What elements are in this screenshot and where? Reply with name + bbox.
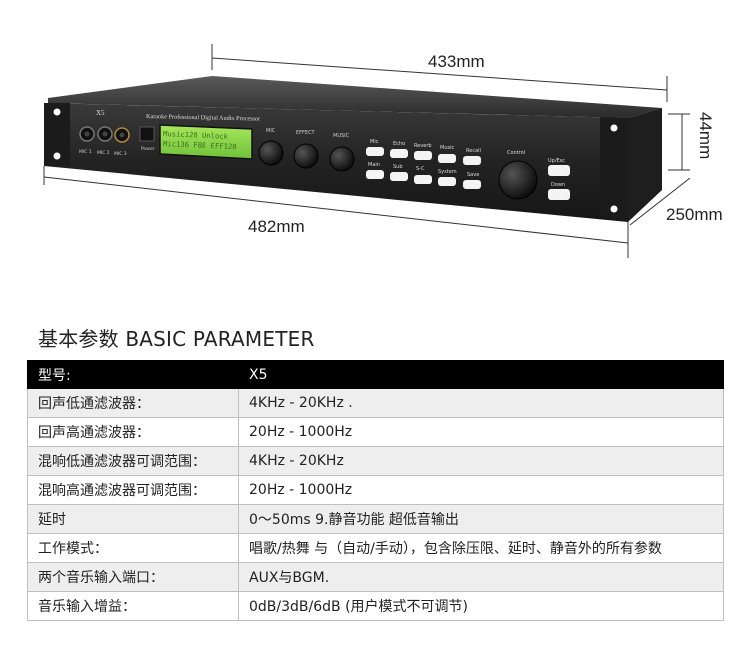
spec-key: 延时 bbox=[27, 504, 239, 534]
brand-text: Karaoke Professional Digital Audio Proce… bbox=[146, 113, 260, 123]
up-esc-button[interactable] bbox=[548, 165, 570, 176]
mic-knob[interactable] bbox=[258, 140, 284, 166]
table-row: 混响低通滤波器可调范围： 4KHz - 20KHz bbox=[27, 446, 724, 476]
table-row: 两个音乐输入端口： AUX与BGM. bbox=[27, 562, 724, 592]
knob-label-music: MUSIC bbox=[333, 133, 350, 139]
model-mark: X5 bbox=[96, 109, 105, 117]
effect-knob[interactable] bbox=[293, 143, 319, 169]
btn-label-main: Main bbox=[368, 162, 380, 168]
chassis-top bbox=[48, 76, 662, 118]
spec-key: 混响低通滤波器可调范围： bbox=[27, 446, 239, 476]
control-dial[interactable] bbox=[498, 160, 538, 200]
spec-value: 4KHz - 20KHz bbox=[238, 446, 724, 476]
mic-button[interactable] bbox=[366, 147, 384, 156]
lcd-display bbox=[159, 124, 253, 160]
spec-value: 20Hz - 1000Hz bbox=[238, 475, 724, 505]
music-button[interactable] bbox=[438, 154, 456, 163]
btn-label-system: System bbox=[438, 169, 457, 175]
nav-label-up: Up/Esc bbox=[548, 158, 565, 164]
mic-label-3: MIC 3 bbox=[114, 151, 127, 157]
reverb-button[interactable] bbox=[414, 151, 432, 160]
rack-hole-left-top bbox=[53, 108, 61, 116]
table-row: 回声高通滤波器： 20Hz - 1000Hz bbox=[27, 417, 724, 447]
btn-label-sc: S-C bbox=[416, 166, 425, 172]
btn-label-echo: Echo bbox=[393, 141, 405, 147]
spec-key: 两个音乐输入端口： bbox=[27, 562, 239, 592]
table-row: 工作模式： 唱歌/热舞 与（自动/手动），包含除压限、延时、静音外的所有参数 bbox=[27, 533, 724, 563]
spec-key: 音乐输入增益： bbox=[27, 591, 239, 621]
btn-label-save: Save bbox=[467, 172, 479, 178]
spec-table: 型号: X5 回声低通滤波器： 4KHz - 20KHz . 回声高通滤波器： … bbox=[27, 360, 724, 621]
knob-label-effect: EFFECT bbox=[296, 130, 316, 136]
rack-hole-left-bottom bbox=[53, 152, 61, 160]
dimension-width-label: 433mm bbox=[428, 52, 485, 71]
music-knob[interactable] bbox=[329, 146, 355, 172]
mic-label-2: MIC 2 bbox=[97, 150, 110, 156]
main-button[interactable] bbox=[366, 170, 384, 179]
knob-label-mic: MIC bbox=[266, 128, 276, 134]
spec-value: 唱歌/热舞 与（自动/手动），包含除压限、延时、静音外的所有参数 bbox=[238, 533, 724, 563]
spec-value: AUX与BGM. bbox=[238, 562, 724, 592]
system-button[interactable] bbox=[438, 177, 456, 186]
btn-label-recall: Recall bbox=[466, 148, 481, 154]
product-illustration: 433mm 482mm 44mm 250mm X5 MIC 1 MIC 2 MI… bbox=[43, 44, 723, 258]
spec-heading: 基本参数 BASIC PARAMETER bbox=[38, 327, 315, 351]
spec-value: 0～50ms 9.静音功能 超低音输出 bbox=[238, 504, 724, 534]
save-button[interactable] bbox=[463, 180, 481, 189]
spec-value: 20Hz - 1000Hz bbox=[238, 417, 724, 447]
spec-key: 混响高通滤波器可调范围： bbox=[27, 475, 239, 505]
recall-button[interactable] bbox=[463, 156, 481, 165]
nav-label-down: Down bbox=[551, 182, 565, 188]
spec-header-key: 型号: bbox=[27, 360, 239, 389]
dimension-lines bbox=[43, 44, 691, 258]
dimension-depth-label: 250mm bbox=[666, 205, 723, 224]
spec-value: 4KHz - 20KHz . bbox=[238, 388, 724, 418]
power-label: Power bbox=[141, 146, 155, 152]
spec-key: 工作模式： bbox=[27, 533, 239, 563]
table-row: 混响高通滤波器可调范围： 20Hz - 1000Hz bbox=[27, 475, 724, 505]
table-row: 音乐输入增益： 0dB/3dB/6dB (用户模式不可调节) bbox=[27, 591, 724, 621]
spec-key: 回声低通滤波器： bbox=[27, 388, 239, 418]
spec-value: 0dB/3dB/6dB (用户模式不可调节) bbox=[238, 591, 724, 621]
sub-button[interactable] bbox=[390, 172, 408, 181]
dimension-height-label: 44mm bbox=[696, 112, 715, 159]
btn-label-music: Music bbox=[440, 145, 454, 151]
lcd-line-2: Mic136 F8E EFF120 bbox=[163, 139, 237, 151]
table-row: 延时 0～50ms 9.静音功能 超低音输出 bbox=[27, 504, 724, 534]
table-row: 回声低通滤波器： 4KHz - 20KHz . bbox=[27, 388, 724, 418]
spec-key: 回声高通滤波器： bbox=[27, 417, 239, 447]
btn-label-sub: Sub bbox=[393, 164, 403, 170]
btn-label-mic: Mic bbox=[370, 139, 379, 145]
lcd-line-1: Music120 Unlock bbox=[163, 129, 229, 141]
rack-hole-right-top bbox=[610, 124, 618, 132]
control-label: Control bbox=[507, 150, 525, 156]
btn-label-reverb: Reverb bbox=[414, 143, 432, 149]
mic-label-1: MIC 1 bbox=[79, 149, 92, 155]
dimension-front-width-label: 482mm bbox=[248, 217, 305, 236]
rack-ear-right bbox=[600, 117, 628, 222]
power-button[interactable] bbox=[139, 126, 155, 142]
rack-hole-right-bottom bbox=[610, 205, 618, 213]
mic-jacks bbox=[79, 126, 130, 143]
spec-header-row: 型号: X5 bbox=[27, 360, 724, 389]
chassis-side bbox=[628, 108, 662, 222]
sc-button[interactable] bbox=[414, 175, 432, 184]
spec-header-value: X5 bbox=[238, 360, 724, 389]
echo-button[interactable] bbox=[390, 149, 408, 158]
down-button[interactable] bbox=[548, 189, 570, 200]
